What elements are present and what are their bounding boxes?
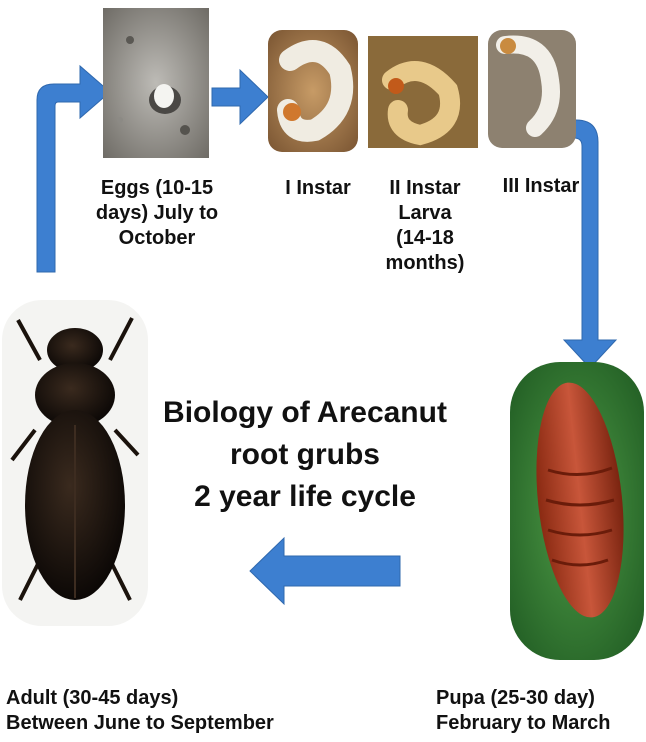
- pupa-label: Pupa (25-30 day) February to March: [436, 686, 644, 736]
- instar2-photo: [368, 36, 478, 148]
- instar3-photo: [488, 30, 576, 148]
- instar2-label: II Instar Larva (14-18 months): [370, 176, 480, 276]
- diagram-title: Biology of Arecanut root grubs 2 year li…: [150, 392, 460, 518]
- adult-label: Adult (30-45 days) Between June to Septe…: [6, 686, 306, 736]
- adult-beetle-photo: [2, 300, 148, 626]
- instar1-photo: [268, 30, 358, 152]
- arrow-eggs-to-instar1: [212, 70, 268, 124]
- pupa-photo: [510, 362, 644, 660]
- arrow-pupa-to-adult: [250, 538, 400, 604]
- eggs-label: Eggs (10-15 days) July to October: [82, 176, 232, 251]
- instar3-label: III Instar: [486, 174, 596, 199]
- instar1-label: I Instar: [268, 176, 368, 201]
- eggs-photo: [103, 8, 209, 158]
- arrow-instar3-to-pupa: [540, 120, 616, 368]
